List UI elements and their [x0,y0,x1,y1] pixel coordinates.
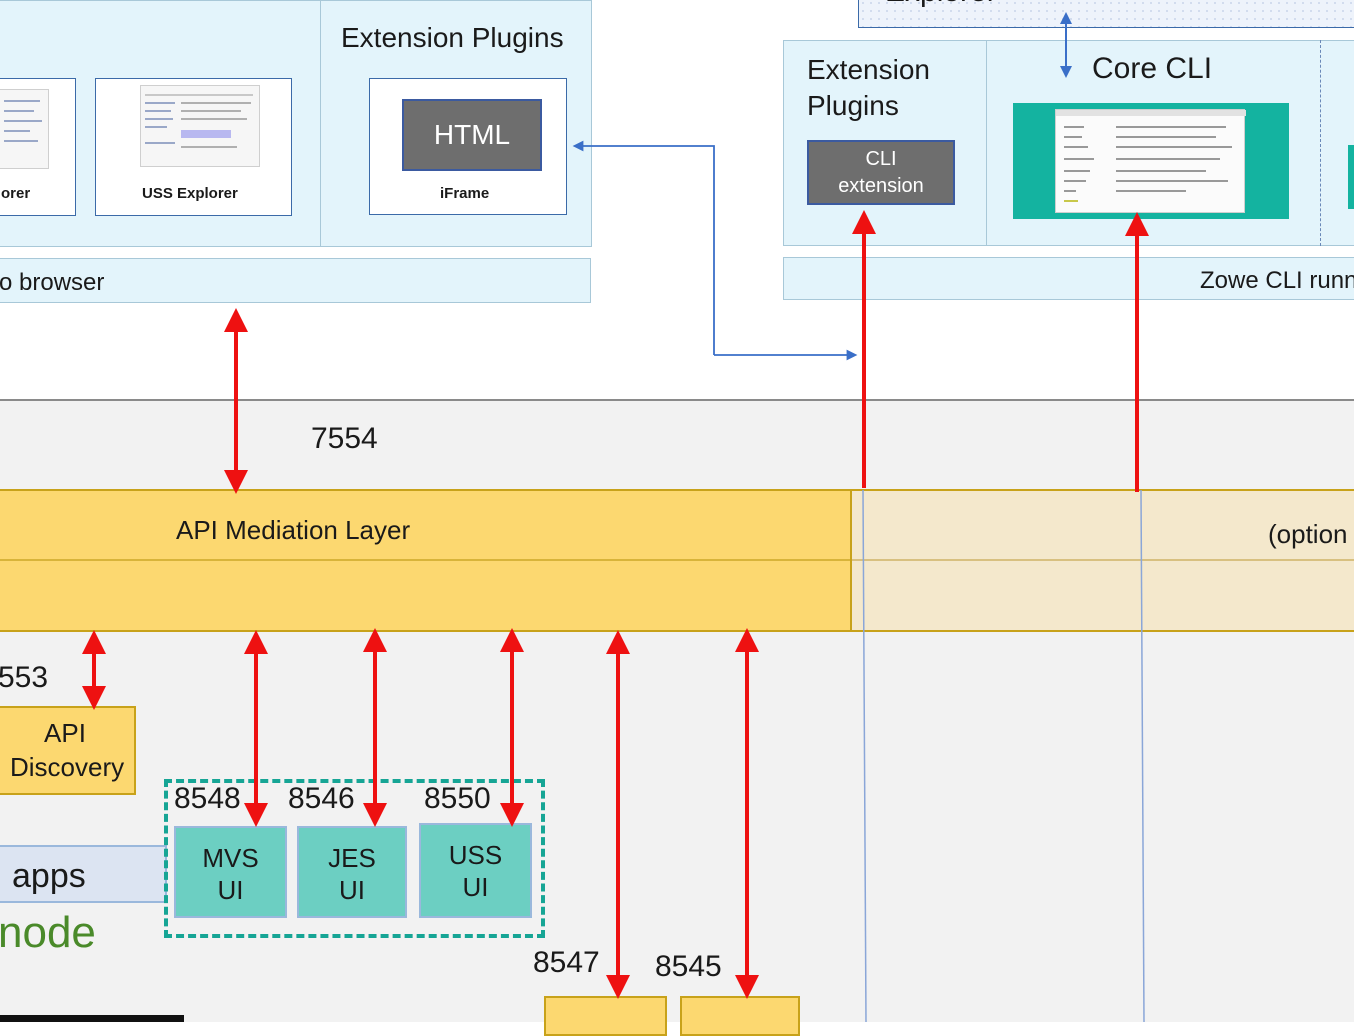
uss-explorer-card[interactable]: USS Explorer [95,78,292,216]
uss-port-label: 8550 [424,782,491,815]
terminal-window [1055,109,1246,213]
teal-sliver [1348,145,1354,209]
node-label: node [0,908,96,957]
html-plugin-card[interactable]: HTML iFrame [369,78,567,215]
cli-divider-dashed [1320,40,1321,246]
gateway-port-label: 7554 [311,422,378,455]
iframe-connector [572,140,715,355]
apps-label: apps [12,857,86,895]
cli-footer: Zowe CLI runn [783,257,1354,300]
port-8545-label: 8545 [655,950,722,983]
cli-extension-plugins-title: Extension Plugins [807,54,930,121]
desktop-divider [320,0,321,247]
explorer-card[interactable]: orer [0,78,76,216]
api-discovery-box[interactable]: API Discovery [0,706,136,795]
iframe-label: iFrame [440,185,490,202]
browser-footer: o browser [0,258,591,303]
uss-ui-label: USS UI [448,840,503,902]
cli-extension-trace [862,489,867,1022]
cli-footer-label: Zowe CLI runn [1200,267,1354,294]
mvs-port-label: 8548 [174,782,241,815]
uss-ui-box[interactable]: USS UI [419,823,532,918]
cli-divider [986,40,987,246]
html-box[interactable]: HTML [402,99,542,171]
core-cli-screenshot [1013,103,1289,219]
ui-services-group [164,779,545,938]
core-cli-trace [1140,489,1145,1022]
uss-explorer-card-label: USS Explorer [142,185,238,202]
cli-extension-box[interactable]: CLI extension [807,140,955,205]
uss-explorer-thumbnail [140,85,260,167]
explorer-top-box: Explorer [858,0,1354,28]
port-8547-label: 8547 [533,946,600,979]
black-bar [0,1015,184,1022]
jes-port-label: 8546 [288,782,355,815]
mediation-layer: API Mediation Layer [0,489,852,632]
browser-footer-label: o browser [0,269,105,296]
optional-layer-label: (option [1268,519,1348,549]
html-box-label: HTML [433,119,511,150]
api-discovery-label: API Discovery [10,718,125,782]
jes-ui-label: JES UI [328,843,376,905]
jes-ui-box[interactable]: JES UI [297,826,407,918]
core-cli-title: Core CLI [1092,52,1213,85]
apps-box[interactable]: apps [0,845,167,903]
explorer-card-label: orer [1,185,31,202]
extension-plugins-title: Extension Plugins [341,22,564,53]
mvs-ui-box[interactable]: MVS UI [174,826,287,918]
optional-layer: (option [850,489,1354,632]
cli-extension-label: CLI extension [838,148,924,197]
explorer-top-label: Explorer [885,0,997,9]
mediation-layer-label: API Mediation Layer [176,515,411,545]
discovery-port-label: 553 [0,661,49,694]
explorer-thumbnail [0,89,49,169]
mvs-ui-label: MVS UI [202,843,259,905]
